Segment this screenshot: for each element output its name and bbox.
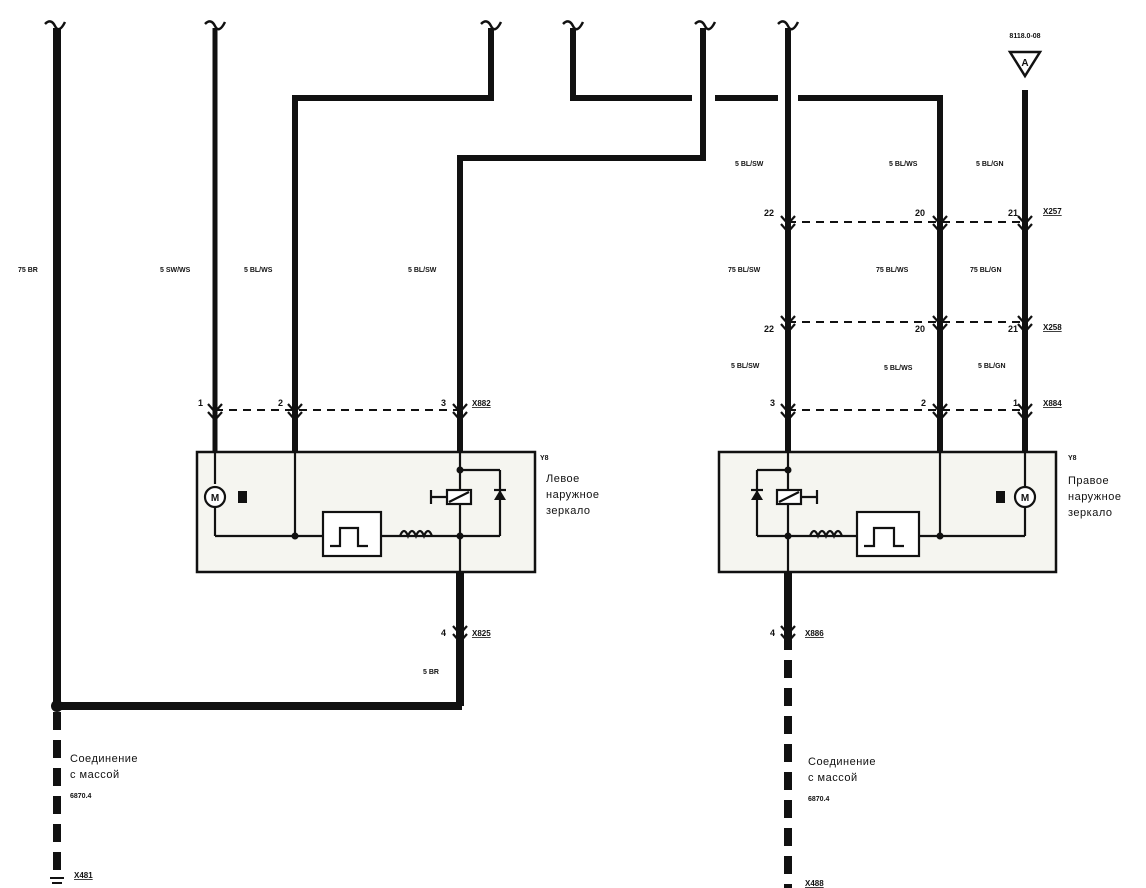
label-left-pin3: 5 BL/SW: [408, 267, 437, 274]
pin-x257-22: 22: [764, 208, 774, 218]
label-left-pin1: 5 SW/WS: [160, 267, 191, 274]
pin-left-2: 2: [278, 398, 283, 408]
conn-x258: X258: [1043, 323, 1062, 332]
label-right-upper-21: 5 BL/GN: [976, 161, 1004, 168]
left-ground-wire: [50, 28, 462, 884]
wire-break-marks: [44, 20, 800, 31]
left-mirror-name-3: зеркало: [546, 505, 591, 517]
right-motor-m: M: [1021, 493, 1029, 504]
right-mirror-name-3: зеркало: [1068, 507, 1113, 519]
right-ground-title-2: с массой: [808, 772, 858, 784]
connector-names: X882 X825 X257 X258 X884 X886 X481 X488: [74, 207, 1062, 888]
left-mirror-wires: [212, 28, 706, 706]
left-mirror-id: Y8: [540, 455, 549, 462]
pin-numbers: 1 2 3 4 22 20 21 22 20 21 3 2 1 4: [198, 208, 1018, 638]
conn-right-ground-end: X488: [805, 879, 824, 888]
label-left-ground-main: 75 BR: [18, 267, 38, 274]
label-right-mid-21: 75 BL/GN: [970, 267, 1002, 274]
pin-x257-21: 21: [1008, 208, 1018, 218]
pin-right-3: 3: [770, 398, 775, 408]
label-right-mid-20: 75 BL/WS: [876, 267, 909, 274]
conn-x257: X257: [1043, 207, 1062, 216]
label-left-ground-out: 5 BR: [423, 669, 439, 676]
ground-labels: Соединение с массой 6870.4 Соединение с …: [70, 753, 876, 803]
left-mirror-name-2: наружное: [546, 489, 599, 501]
left-mirror-box: M: [195, 450, 537, 574]
pin-left-bottom: 4: [441, 628, 446, 638]
label-right-low-3: 5 BL/SW: [731, 363, 760, 370]
right-mirror-box: M: [717, 450, 1058, 574]
left-ground-title-2: с массой: [70, 769, 120, 781]
right-mirror-wires: [570, 28, 1028, 888]
pin-right-1: 1: [1013, 398, 1018, 408]
left-ground-code: 6870.4: [70, 793, 92, 800]
right-mirror-id: Y8: [1068, 455, 1077, 462]
right-ground-title-1: Соединение: [808, 756, 876, 768]
conn-right-mirror-top: X884: [1043, 399, 1062, 408]
label-left-pin2: 5 BL/WS: [244, 267, 273, 274]
connector-dash-lines: [215, 221, 1025, 411]
left-motor-m: M: [211, 493, 219, 504]
conn-left-mirror-bottom: X825: [472, 629, 491, 638]
label-right-low-1: 5 BL/GN: [978, 363, 1006, 370]
wire-labels: 75 BR 5 SW/WS 5 BL/WS 5 BL/SW 5 BR 5 BL/…: [18, 161, 1006, 676]
conn-left-ground-end: X481: [74, 871, 93, 880]
label-right-upper-20: 5 BL/WS: [889, 161, 918, 168]
pin-left-1: 1: [198, 398, 203, 408]
conn-left-mirror-top: X882: [472, 399, 491, 408]
label-right-upper-22: 5 BL/SW: [735, 161, 764, 168]
ref-a-letter: A: [1021, 58, 1028, 69]
connector-arrows: [207, 215, 1033, 644]
pin-right-2: 2: [921, 398, 926, 408]
left-mirror-name-1: Левое: [546, 473, 580, 485]
pin-x258-20: 20: [915, 324, 925, 334]
pin-right-bottom: 4: [770, 628, 775, 638]
pin-x258-21: 21: [1008, 324, 1018, 334]
right-ground-code: 6870.4: [808, 796, 830, 803]
conn-right-mirror-bottom: X886: [805, 629, 824, 638]
pin-x258-22: 22: [764, 324, 774, 334]
label-right-mid-22: 75 BL/SW: [728, 267, 761, 274]
reference-a-symbol: A 8118.0-08: [1007, 33, 1043, 79]
pin-left-3: 3: [441, 398, 446, 408]
right-mirror-name-1: Правое: [1068, 475, 1109, 487]
pin-x257-20: 20: [915, 208, 925, 218]
label-right-low-2: 5 BL/WS: [884, 365, 913, 372]
ref-a-code: 8118.0-08: [1009, 33, 1040, 40]
left-ground-title-1: Соединение: [70, 753, 138, 765]
right-mirror-name-2: наружное: [1068, 491, 1121, 503]
component-labels: Y8 Левое наружное зеркало Y8 Правое нару…: [540, 455, 1121, 519]
